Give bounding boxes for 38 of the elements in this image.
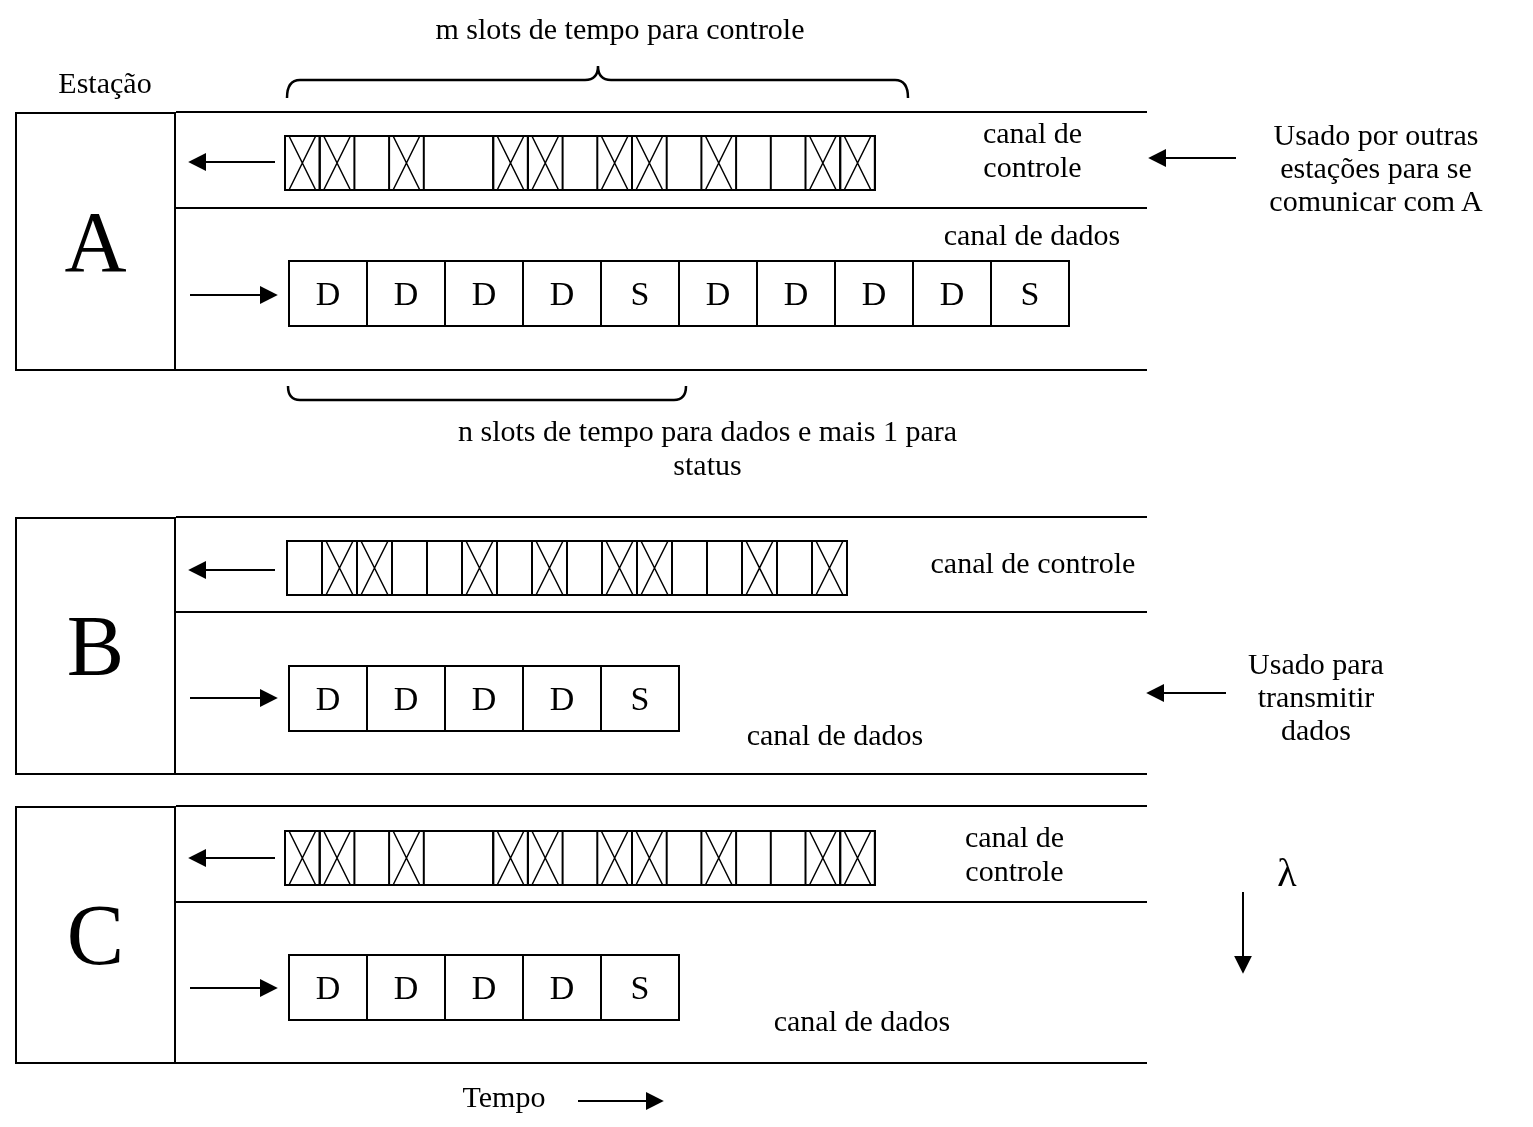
time-slot-cell: D [756,260,836,327]
time-slot-cell: S [600,260,680,327]
time-slot-cell: D [288,954,368,1021]
time-slot-cell: D [366,260,446,327]
column-heading: Estação [57,66,153,100]
channel-label: canal de dados [772,1004,952,1038]
time-slot-cell: S [600,954,680,1021]
time-slot-cell: D [522,260,602,327]
time-slot-cell: D [288,260,368,327]
time-slot-cell: S [600,665,680,732]
time-slot-cell: D [912,260,992,327]
time-slot-cell: D [444,260,524,327]
arrow [1148,149,1237,167]
time-slot-cell: D [366,954,446,1021]
channel-label: canal de dados [745,718,925,752]
time-slot-cell: D [444,665,524,732]
time-slot-cell: D [522,665,602,732]
time-slot-cell: D [444,954,524,1021]
station-box: B [15,517,176,775]
channel-label: canal de controle [981,116,1084,184]
brace-label: n slots de tempo para dados e mais 1 para status [457,414,958,482]
note-text: Usado por outras estações para se comunicar com A [1236,116,1516,218]
symbol-text: λ [1276,856,1298,890]
brace-label: m slots de tempo para controle [434,12,806,46]
time-slot-cell: D [366,665,446,732]
note-text: Usado para transmitir dados [1226,646,1406,746]
time-slot-cell: D [522,954,602,1021]
channel-label: canal de controle [963,820,1066,888]
time-slot-cell: D [678,260,758,327]
time-slot-cell: D [834,260,914,327]
station-box: A [15,112,176,371]
channel-label: canal de dados [942,218,1122,252]
station-box: C [15,806,176,1064]
time-label: Tempo [461,1080,547,1114]
arrow [1146,684,1227,702]
time-slot-cell: D [288,665,368,732]
time-slot-cell: S [990,260,1070,327]
channel-label: canal de controle [929,546,1137,580]
